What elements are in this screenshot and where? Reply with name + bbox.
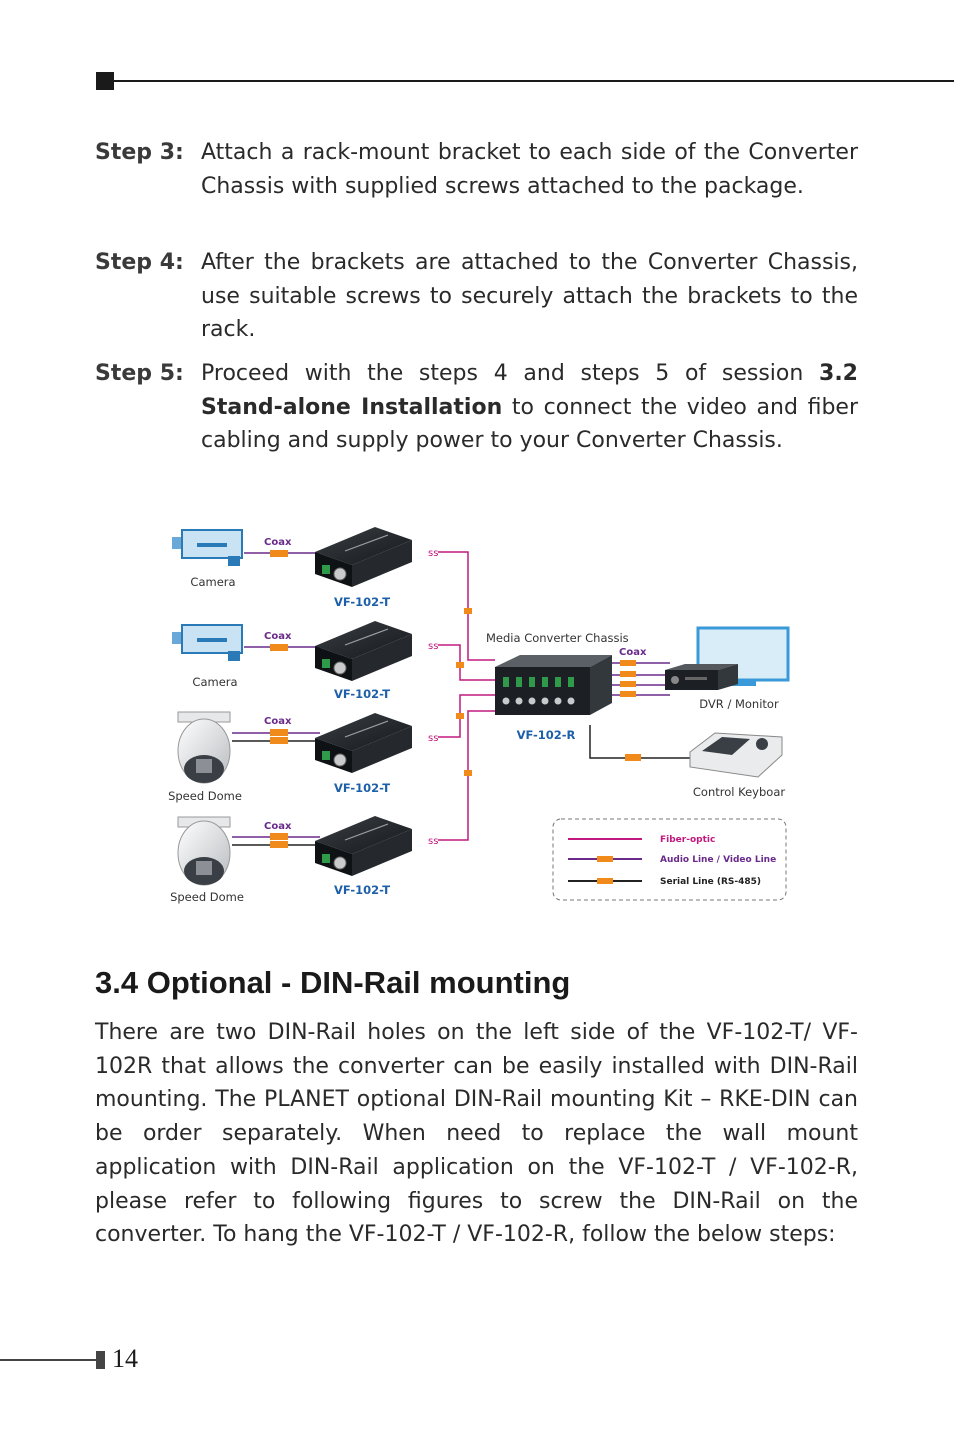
fiber-lines — [438, 551, 495, 841]
step-5: Step 5: Proceed with the steps 4 and ste… — [95, 357, 858, 458]
svg-text:Coax: Coax — [264, 716, 292, 727]
transmitter-label: VF-102-T — [334, 781, 390, 795]
vf-102-t-unit-4 — [315, 816, 412, 876]
footer-marker — [96, 1351, 105, 1369]
header-rule — [114, 80, 954, 82]
legend-serial: Serial Line (RS-485) — [660, 877, 761, 887]
section-body: There are two DIN-Rail holes on the left… — [95, 1020, 858, 1248]
vf-102-t-unit-2 — [315, 621, 412, 681]
step-text-part: Proceed with the steps 4 and steps 5 of … — [201, 361, 820, 386]
av-tags — [270, 550, 641, 848]
camera-label: Camera — [190, 575, 235, 589]
step-text-part: to connect the video and fiber cabling a… — [201, 394, 858, 454]
camera-2 — [172, 624, 243, 661]
svg-text:Coax: Coax — [264, 821, 292, 832]
svg-text:Coax: Coax — [619, 647, 647, 658]
coax-labels: Coax Coax Coax Coax Coax — [264, 537, 647, 832]
step-3: Step 3: Attach a rack-mount bracket to e… — [95, 136, 858, 203]
transmitter-label: VF-102-T — [334, 595, 390, 609]
camera-label: Camera — [192, 675, 237, 689]
media-converter-chassis — [495, 655, 612, 715]
connection-diagram: ss ss ss ss Coax Coax Coax Coax Coax — [168, 527, 790, 904]
speed-dome-label: Speed Dome — [170, 890, 244, 904]
transmitter-label: VF-102-T — [334, 687, 390, 701]
page-number: 14 — [112, 1344, 138, 1373]
transmitter-label: VF-102-T — [334, 883, 390, 897]
sfp-tags — [456, 608, 472, 776]
vf-102-t-unit-3 — [315, 713, 412, 773]
speed-dome-label: Speed Dome — [168, 789, 242, 803]
speed-dome-2 — [177, 816, 231, 886]
section-title: 3.4 Optional - DIN-Rail mounting — [95, 965, 571, 1000]
svg-text:Coax: Coax — [264, 537, 292, 548]
svg-text:ss: ss — [428, 641, 438, 652]
chassis-label: Media Converter Chassis — [486, 631, 629, 645]
footer-rule — [0, 1359, 96, 1361]
receiver-label: VF-102-R — [517, 728, 576, 742]
header-marker — [96, 72, 114, 90]
keyboard-label: Control Keyboar — [693, 785, 785, 799]
svg-text:Coax: Coax — [264, 631, 292, 642]
vf-102-t-unit-1 — [315, 527, 412, 587]
svg-text:ss: ss — [428, 548, 438, 559]
step-label: Step 5: — [95, 361, 184, 386]
svg-text:ss: ss — [428, 733, 438, 744]
step-label: Step 3: — [95, 140, 184, 165]
serial-lines — [232, 725, 690, 846]
step-text-bold: 3.2 Stand-alone Installation — [201, 361, 858, 420]
legend-av: Audio Line / Video Line — [660, 855, 776, 865]
dvr — [665, 664, 738, 690]
control-keyboard — [689, 732, 783, 778]
step-text: Proceed with the steps 4 and steps 5 of … — [201, 357, 858, 458]
fiber-break-marks: ss ss ss ss — [428, 548, 438, 847]
camera-1 — [172, 529, 243, 566]
step-text: After the brackets are attached to the C… — [201, 250, 858, 342]
svg-text:ss: ss — [428, 836, 438, 847]
legend: Fiber-optic Audio Line / Video Line Seri… — [552, 818, 787, 901]
legend-fiber: Fiber-optic — [660, 835, 715, 845]
step-label: Step 4: — [95, 250, 184, 275]
speed-dome-1 — [177, 711, 231, 784]
step-4: Step 4: After the brackets are attached … — [95, 246, 858, 347]
dvr-label: DVR / Monitor — [699, 697, 779, 711]
step-text: Attach a rack-mount bracket to each side… — [201, 140, 858, 199]
